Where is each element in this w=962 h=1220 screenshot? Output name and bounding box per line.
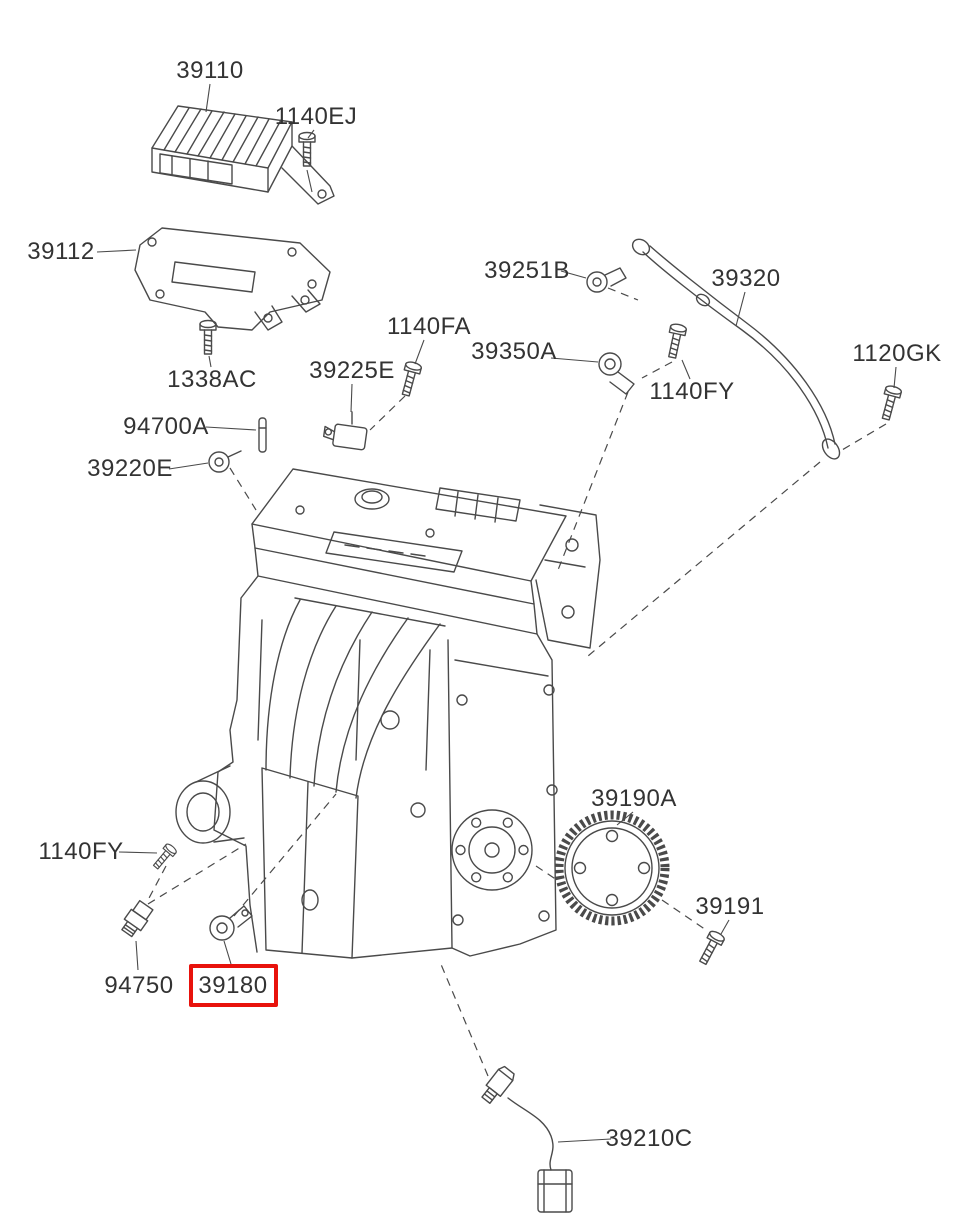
part-label-39210c[interactable]: 39210C	[605, 1125, 693, 1152]
part-label-39191[interactable]: 39191	[695, 893, 765, 920]
part-label-39180[interactable]: 39180	[198, 972, 268, 999]
crank-sensor-39180-drawing	[209, 905, 253, 941]
bracket-39112-drawing	[134, 227, 331, 331]
switch-94700a-drawing	[258, 417, 267, 453]
part-label-39110[interactable]: 39110	[176, 57, 244, 84]
part-label-94750[interactable]: 94750	[104, 972, 174, 999]
part-label-39320[interactable]: 39320	[711, 265, 781, 292]
clip-39251b-drawing	[586, 267, 627, 293]
highlight-box-39180	[189, 964, 278, 1007]
part-label-1140fy-right[interactable]: 1140FY	[649, 378, 735, 405]
bolt-1140fa	[397, 359, 423, 398]
bolt-39191	[695, 928, 727, 968]
condenser-39225e-drawing	[322, 411, 368, 451]
part-label-39112[interactable]: 39112	[27, 238, 95, 265]
part-label-1140ej[interactable]: 1140EJ	[274, 103, 358, 130]
part-label-39190a[interactable]: 39190A	[591, 785, 677, 812]
part-label-39350a[interactable]: 39350A	[471, 338, 557, 365]
sensor-94750-drawing	[121, 899, 154, 938]
cam-sensor-39350a-drawing	[598, 352, 635, 395]
engine-block-drawing	[175, 468, 601, 959]
part-label-39251b[interactable]: 39251B	[484, 257, 570, 284]
bolt-1338ac	[199, 319, 217, 355]
assembly-dashed-lines	[147, 287, 887, 1077]
ring-gear-39190a-drawing	[554, 810, 670, 926]
oxygen-sensor-39210c-drawing	[481, 1065, 573, 1213]
bolt-1140fy-right	[663, 322, 688, 360]
part-label-94700a[interactable]: 94700A	[123, 413, 209, 440]
part-label-1140fa[interactable]: 1140FA	[387, 313, 471, 340]
bolt-1120gk	[877, 383, 903, 422]
knock-sensor-39220e-drawing	[208, 450, 242, 473]
part-label-39220e[interactable]: 39220E	[87, 455, 173, 482]
part-label-1120gk[interactable]: 1120GK	[852, 340, 942, 367]
bolt-1140fy-left	[150, 841, 179, 872]
part-label-1140fy-left[interactable]: 1140FY	[38, 838, 124, 865]
dipstick-tube-39320-drawing	[631, 238, 841, 460]
label-leader-lines	[96, 83, 897, 1143]
ecu-39110-drawing	[151, 105, 335, 205]
part-label-1338ac[interactable]: 1338AC	[167, 366, 257, 393]
part-label-39225e[interactable]: 39225E	[309, 357, 395, 384]
